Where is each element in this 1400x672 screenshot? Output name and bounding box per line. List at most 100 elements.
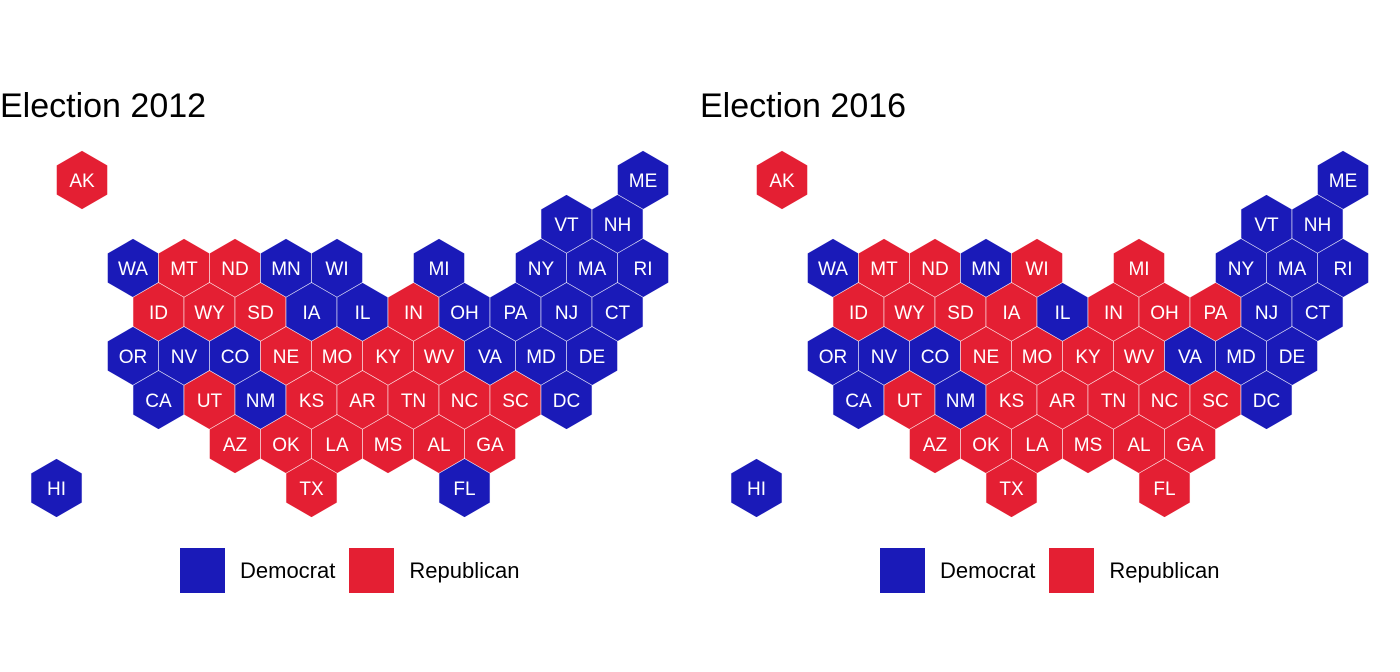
state-label-sd: SD xyxy=(247,303,273,324)
state-hex-ri: RI xyxy=(1317,238,1369,298)
state-label-nh: NH xyxy=(1304,215,1331,236)
state-label-ar: AR xyxy=(1049,391,1075,412)
legend-2016: Democrat Republican xyxy=(880,548,1233,593)
state-label-nj: NJ xyxy=(555,303,578,324)
state-label-de: DE xyxy=(1279,347,1305,368)
state-hex-ne: NE xyxy=(260,326,312,386)
state-hex-ut: UT xyxy=(883,370,936,430)
state-label-wi: WI xyxy=(1025,259,1048,280)
state-label-ok: OK xyxy=(972,435,1000,456)
state-label-ne: NE xyxy=(973,347,999,368)
state-label-dc: DC xyxy=(553,391,580,412)
legend-label-democrat: Democrat xyxy=(240,557,336,583)
state-hex-ms: MS xyxy=(362,414,414,474)
legend-label-republican: Republican xyxy=(409,557,520,583)
state-label-in: IN xyxy=(1104,303,1123,324)
state-label-il: IL xyxy=(1055,303,1071,324)
state-label-ks: KS xyxy=(999,391,1024,412)
legend-swatch-republican xyxy=(349,548,395,593)
legend-swatch-democrat xyxy=(180,548,225,593)
state-label-ky: KY xyxy=(1075,347,1101,368)
state-label-ak: AK xyxy=(69,171,95,192)
state-label-ut: UT xyxy=(197,391,223,412)
state-label-nc: NC xyxy=(451,391,478,412)
state-label-pa: PA xyxy=(1204,303,1228,324)
state-hex-ct: CT xyxy=(1291,282,1344,342)
state-label-hi: HI xyxy=(747,479,766,500)
state-label-ri: RI xyxy=(1334,259,1353,280)
state-hex-al: AL xyxy=(413,414,465,474)
state-hex-ri: RI xyxy=(617,238,669,298)
state-label-sd: SD xyxy=(947,303,973,324)
state-label-nd: ND xyxy=(921,259,948,280)
state-hex-ok: OK xyxy=(260,414,312,474)
state-hex-wy: WY xyxy=(183,282,236,342)
state-label-az: AZ xyxy=(223,435,248,456)
state-hex-in: IN xyxy=(387,282,440,342)
state-label-tn: TN xyxy=(1101,391,1126,412)
state-hex-ks: KS xyxy=(285,370,338,430)
state-hex-wi: WI xyxy=(311,238,363,298)
state-label-ak: AK xyxy=(769,171,795,192)
state-label-wa: WA xyxy=(818,259,848,280)
state-label-in: IN xyxy=(404,303,423,324)
legend-swatch-democrat xyxy=(880,548,925,593)
state-hex-ak: AK xyxy=(756,150,808,210)
state-label-id: ID xyxy=(149,303,168,324)
state-hex-tx: TX xyxy=(985,458,1038,518)
state-hex-ga: GA xyxy=(1164,414,1216,474)
state-label-hi: HI xyxy=(47,479,66,500)
legend-item-republican: Republican xyxy=(349,548,519,593)
state-label-nm: NM xyxy=(946,391,976,412)
state-hex-wa: WA xyxy=(807,238,859,298)
state-hex-wa: WA xyxy=(107,238,159,298)
state-label-ma: MA xyxy=(578,259,607,280)
state-label-mo: MO xyxy=(322,347,353,368)
state-label-wi: WI xyxy=(325,259,348,280)
legend-item-democrat: Democrat xyxy=(180,548,335,593)
state-hex-ga: GA xyxy=(464,414,516,474)
state-hex-oh: OH xyxy=(1138,282,1191,342)
state-hex-mt: MT xyxy=(858,238,910,298)
state-hex-md: MD xyxy=(515,326,567,386)
state-label-de: DE xyxy=(579,347,605,368)
state-hex-mo: MO xyxy=(1011,326,1063,386)
state-label-tn: TN xyxy=(401,391,426,412)
state-shape-fl xyxy=(1138,458,1191,518)
state-hex-mi: MI xyxy=(413,238,465,298)
state-label-co: CO xyxy=(921,347,950,368)
state-label-ri: RI xyxy=(634,259,653,280)
state-hex-hi: HI xyxy=(730,458,783,518)
state-hex-tn: TN xyxy=(387,370,440,430)
state-label-nj: NJ xyxy=(1255,303,1278,324)
state-hex-ny: NY xyxy=(515,238,567,298)
state-label-dc: DC xyxy=(1253,391,1280,412)
state-hex-nh: NH xyxy=(591,194,644,254)
state-shape-fl xyxy=(438,458,491,518)
state-label-ms: MS xyxy=(374,435,403,456)
state-label-sc: SC xyxy=(502,391,528,412)
state-label-ky: KY xyxy=(375,347,401,368)
state-hex-ma: MA xyxy=(1266,238,1318,298)
state-hex-wv: WV xyxy=(413,326,465,386)
state-label-ok: OK xyxy=(272,435,300,456)
state-hex-ca: CA xyxy=(832,370,885,430)
state-label-nv: NV xyxy=(171,347,198,368)
state-shape-dc xyxy=(1240,370,1293,430)
state-label-al: AL xyxy=(427,435,450,456)
state-label-ct: CT xyxy=(1305,303,1331,324)
state-label-la: LA xyxy=(325,435,349,456)
state-hex-il: IL xyxy=(336,282,389,342)
state-label-wy: WY xyxy=(194,303,225,324)
state-label-ma: MA xyxy=(1278,259,1307,280)
state-label-il: IL xyxy=(355,303,371,324)
state-hex-ca: CA xyxy=(132,370,185,430)
state-hex-me: ME xyxy=(617,150,669,210)
state-label-ct: CT xyxy=(605,303,631,324)
state-label-oh: OH xyxy=(1150,303,1179,324)
state-label-la: LA xyxy=(1025,435,1049,456)
state-hex-md: MD xyxy=(1215,326,1267,386)
